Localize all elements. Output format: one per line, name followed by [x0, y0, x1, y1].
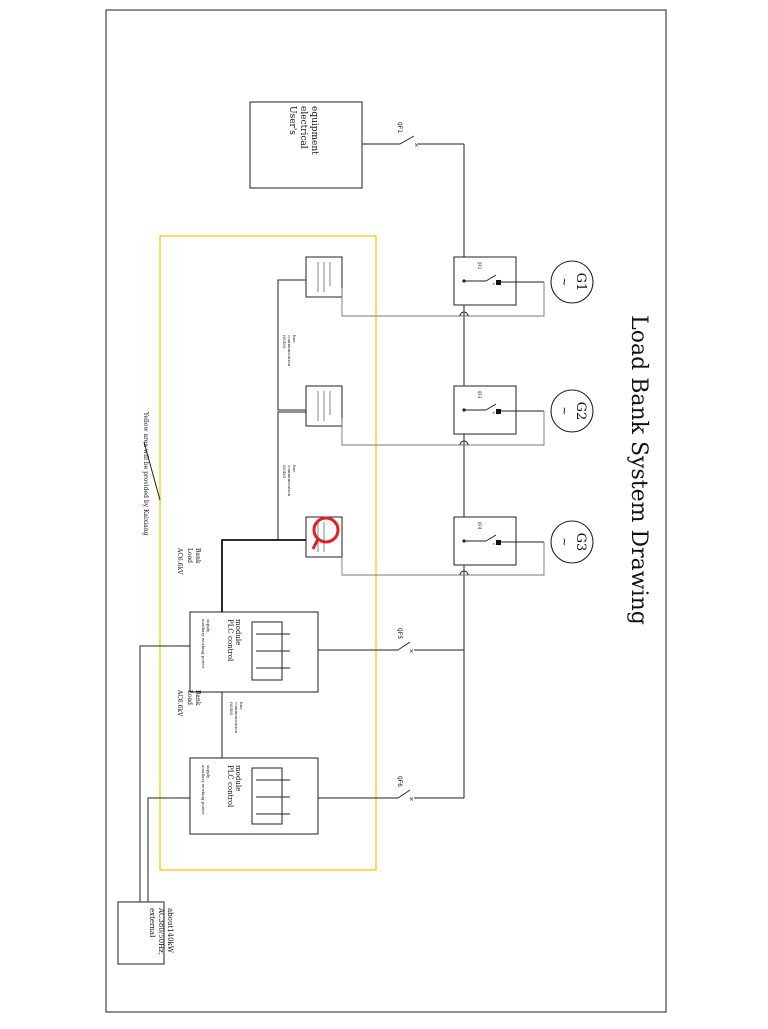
g1-tilde: ~ — [558, 277, 571, 286]
breaker-unit-qf4: × QF4 — [453, 516, 517, 566]
qf3-label: QF3 — [477, 391, 482, 399]
svg-text:×: × — [492, 410, 495, 415]
kaixiang-panel-boundary — [159, 235, 377, 871]
external-line2: AC380/50Hz, — [157, 907, 165, 955]
users-equipment-box — [249, 101, 363, 189]
g2-tilde: ~ — [558, 406, 571, 415]
g2-signal-line — [341, 411, 545, 446]
g2-label: G2 — [573, 402, 588, 421]
drawing-frame — [105, 9, 667, 1013]
qf5-label: QF5 — [396, 628, 403, 639]
qf1-switch — [399, 135, 415, 145]
plc1-control-line — [221, 539, 306, 612]
controller-rs485-label-2: RS485 communication line — [282, 335, 297, 367]
g3-label: G3 — [573, 533, 588, 552]
qf2-label: QF2 — [477, 262, 482, 270]
qf6-label: QF6 — [396, 776, 403, 787]
ctrl2-comm-1: RS485 — [282, 335, 287, 349]
generator-g3: G3 ~ — [550, 520, 594, 564]
g3-signal-line — [341, 542, 545, 576]
controller-rs485-label: RS485 communication line — [282, 465, 297, 497]
lb2-name-2: Bank — [194, 690, 201, 706]
controller-box-2 — [305, 385, 343, 427]
external-supply-box — [117, 901, 165, 965]
plc-rs485-label: RS485 communication line — [229, 702, 244, 734]
highlight-marker — [311, 516, 340, 550]
g1-label: G1 — [573, 273, 588, 292]
ctrl2-comm-2: communication — [287, 335, 292, 367]
svg-text:×: × — [414, 142, 419, 149]
ctrl2-comm-3: line — [292, 335, 297, 343]
plc2-title-2: module — [234, 765, 242, 791]
external-supply-label: external AC380/50Hz, about140kW — [148, 907, 174, 955]
plc2-sub-1: auxiliary working power — [201, 765, 206, 814]
panel-label: Yellow area will be provided by Kaixiang — [142, 411, 149, 536]
lb2-voltage: AC6.6kV — [176, 689, 183, 717]
plc-module-2: PLC control module auxiliary working pow… — [189, 757, 319, 835]
panel-label-text: Yellow area will be provided by Kaixiang — [142, 411, 149, 536]
breaker-unit-qf2: × QF2 — [453, 256, 517, 306]
qf1-label: QF1 — [396, 122, 403, 133]
svg-text:×: × — [492, 541, 495, 546]
plc2-title-1: PLC control — [226, 765, 234, 808]
plc1-supply-line — [139, 645, 190, 902]
lb1-name-1: Load — [186, 548, 193, 563]
qf6-switch — [397, 789, 411, 799]
plc-comm-2: communication — [234, 702, 239, 734]
generator-g1: G1 ~ — [550, 260, 594, 304]
plc1-title-2: module — [234, 619, 242, 645]
plc-comm-1: RS485 — [229, 702, 234, 716]
rs485-line-1 — [277, 279, 306, 411]
plc2-supply-line — [147, 797, 190, 902]
users-equipment-line1: User's — [287, 106, 297, 135]
plc2-sub-2: supply — [206, 765, 211, 779]
ctrl-comm-1: RS485 — [282, 465, 287, 479]
plc1-sub-1: auxiliary working power — [201, 619, 206, 668]
plc-comm-3: line — [239, 702, 244, 710]
lb2-name-1: Load — [186, 690, 193, 705]
ctrl-comm-3: line — [292, 465, 297, 473]
external-line1: external — [148, 908, 156, 938]
breaker-unit-qf3: × QF3 — [453, 385, 517, 435]
svg-text:×: × — [409, 648, 414, 655]
g1-signal-line — [341, 282, 545, 317]
users-equipment-line2: electrical — [298, 106, 308, 149]
plc-module-1: PLC control module auxiliary working pow… — [189, 611, 319, 693]
users-equipment-line3: equipment — [309, 106, 319, 155]
g3-tilde: ~ — [558, 537, 571, 546]
qf4-label: QF4 — [477, 522, 482, 530]
panel-label-leader — [143, 441, 161, 501]
generator-g2: G2 ~ — [550, 389, 594, 433]
svg-text:×: × — [409, 796, 414, 803]
lb1-name-2: Bank — [194, 548, 201, 564]
load-bank-label-2: AC6.6kV Load Bank — [176, 689, 201, 717]
plc1-sub-2: supply — [206, 619, 211, 633]
load-bank-label-1: AC6.6kV Load Bank — [176, 547, 201, 575]
users-equipment-label: User's electrical equipment — [287, 106, 319, 155]
ctrl-comm-2: communication — [287, 465, 292, 497]
svg-text:×: × — [492, 281, 495, 286]
qf5-switch — [397, 641, 411, 651]
diagram-title: Load Bank System Drawing — [626, 315, 651, 625]
external-line3: about140kW — [166, 908, 174, 954]
plc1-title-1: PLC control — [226, 619, 234, 662]
lb1-voltage: AC6.6kV — [176, 547, 183, 575]
controller-box-1 — [305, 256, 343, 298]
